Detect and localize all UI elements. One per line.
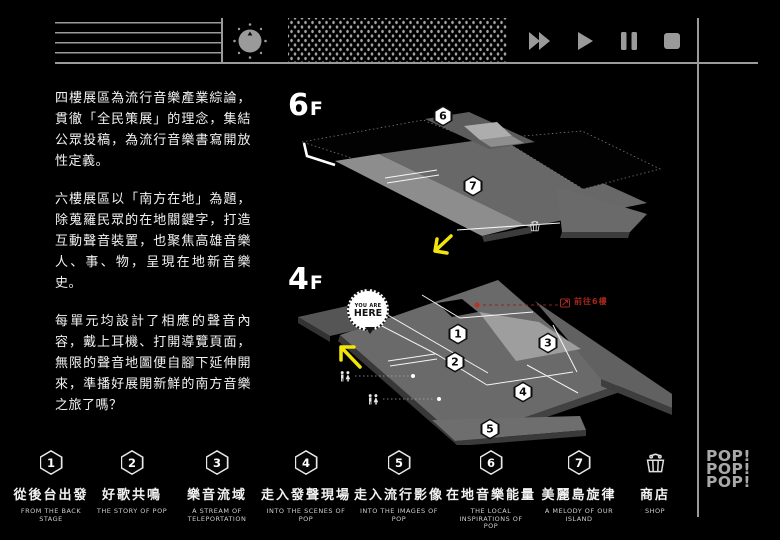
play-button[interactable] [572,28,598,54]
floor6-dotted-region-right [498,130,662,190]
shop-basket-icon-legend [646,453,664,473]
floor6-white-edge [302,142,336,167]
stop-icon [664,33,680,49]
legend-item-zone2[interactable]: 2 好歌共鳴 THE STORY OF POP [86,450,178,516]
floor6-mid-patch [480,136,524,147]
floor4-title: 4F [288,262,324,297]
floor4-left-piece-side [298,317,330,342]
floor4-map [298,280,672,445]
map-marker-4f-zone1: 1 [448,323,468,345]
zone5-badge: 5 [387,450,411,475]
floor6-light-patch [464,122,512,140]
map-marker-4f-zone2: 2 [445,351,465,373]
map-marker-4f-zone4: 4 [513,381,533,403]
floor6-right-wing [557,187,647,232]
floor6-room-lines [384,169,561,231]
map-marker-4f-zone5: 5 [480,418,500,440]
floor4-right-wing [535,301,672,408]
stop-button[interactable] [659,28,685,54]
goto-6f-label: 前往6樓 [559,295,608,308]
legend-item-zone3[interactable]: 3 樂音流域 A STREAM OF TELEPORTATION [171,450,263,523]
zone7-badge: 7 [567,450,591,475]
fast-forward-icon [529,32,550,50]
map-marker-6f-zone6: 6 [433,105,453,127]
zone3-badge: 3 [205,450,229,475]
vertical-rule [697,18,699,517]
legend-item-zone1[interactable]: 1 從後台出發 FROM THE BACK STAGE [5,450,97,523]
map-marker-6f-zone7: 7 [463,175,483,197]
pop-logo: POP! POP! POP! [706,447,751,491]
intro-text-block: 四樓展區為流行音樂產業綜論，貫徹「全民策展」的理念，集結公眾投稿，為流行音樂書寫… [55,88,251,433]
intro-paragraph-2: 六樓展區以「南方在地」為題，除蒐羅民眾的在地關鍵字，打造互動聲音裝置，也聚焦高雄… [55,192,251,291]
shop-basket-icon [529,220,540,232]
intro-paragraph-3: 每單元均設計了相應的聲音內容，戴上耳機、打開導覽頁面，無限的聲音地圖便自腳下延伸… [55,314,251,413]
legend-item-zone4[interactable]: 4 走入發聲現場 INTO THE SCENES OF POP [260,450,352,523]
play-icon [578,32,593,50]
escalator-up-icon [560,298,570,308]
intro-paragraph-1: 四樓展區為流行音樂產業綜論，貫徹「全民策展」的理念，集結公眾投稿，為流行音樂書寫… [55,91,251,169]
floor6-side-face [482,227,532,242]
transfer-dot [474,302,480,308]
legend-item-zone6[interactable]: 6 在地音樂能量 THE LOCAL INSPIRATIONS OF POP [445,450,537,531]
floor6-title: 6F [288,88,324,123]
floor6-map [301,112,662,255]
floor4-side-face-left [338,335,460,445]
zone6-badge: 6 [479,450,503,475]
restroom-dot-1 [411,374,415,378]
floor6-left-band [335,154,526,236]
volume-knob-icon [233,23,267,59]
restroom-dot-2 [437,397,441,401]
legend-item-zone7[interactable]: 7 美麗島旋律 A MELODY OF OUR ISLAND [533,450,625,523]
yellow-arrow-icon-4f [339,345,362,369]
floor4-bottom-strip-side [455,430,586,445]
you-are-here-bubble: YOU ARE HERE [347,289,389,334]
topbar-divider [221,18,223,63]
legend-item-shop[interactable]: 商店 SHOP [618,450,692,516]
horizontal-rule [55,62,758,64]
zone2-badge: 2 [120,450,144,475]
floor4-right-wing-side [601,379,672,415]
map-marker-4f-zone3: 3 [538,332,558,354]
floor4-bottom-strip [432,416,586,441]
legend-item-zone5[interactable]: 5 走入流行影像 INTO THE IMAGES OF POP [353,450,445,523]
floor4-void-region [437,299,478,317]
speaker-lines-decoration [55,22,222,56]
fast-forward-button[interactable] [527,28,553,54]
restroom-icon [340,371,351,382]
zone1-badge: 1 [39,450,63,475]
zone4-badge: 4 [294,450,318,475]
floor6-side-face-right [560,232,630,238]
floor4-main-floor [340,280,618,440]
pause-button[interactable] [616,28,642,54]
yellow-arrow-icon [433,234,453,255]
volume-knob[interactable] [231,21,269,61]
dotted-texture-panel [288,18,507,63]
pause-icon [621,32,637,50]
restroom-icon-2 [368,394,379,405]
